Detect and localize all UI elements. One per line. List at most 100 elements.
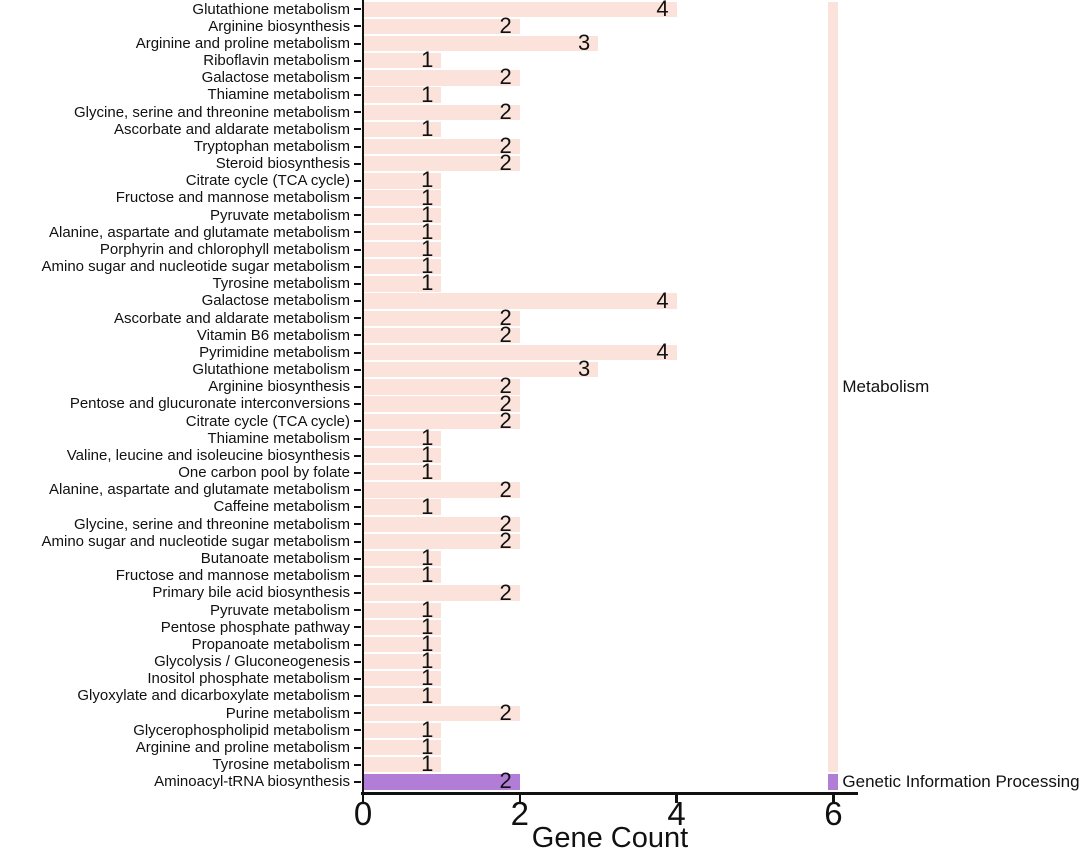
y-axis-tick-label: Pentose and glucuronate interconversions bbox=[69, 395, 350, 413]
bar-value-label: 1 bbox=[421, 81, 434, 107]
y-axis-tick-label: Porphyrin and chlorophyll metabolism bbox=[99, 240, 350, 258]
bar bbox=[363, 757, 442, 773]
bar bbox=[363, 379, 520, 395]
y-axis-tick-label: Aminoacyl-tRNA biosynthesis bbox=[154, 773, 350, 791]
bar bbox=[363, 722, 442, 738]
bar bbox=[363, 207, 442, 223]
y-axis-tick bbox=[354, 557, 361, 560]
y-axis-tick-label: Valine, leucine and isoleucine biosynthe… bbox=[66, 446, 350, 464]
x-axis-tick bbox=[832, 794, 835, 803]
bar bbox=[363, 430, 442, 447]
y-axis-tick bbox=[354, 145, 361, 148]
bar-value-label: 1 bbox=[421, 682, 434, 708]
bar-value-label: 4 bbox=[656, 287, 669, 313]
y-axis-tick-label: Amino sugar and nucleotide sugar metabol… bbox=[41, 258, 350, 276]
bar-value-label: 1 bbox=[421, 716, 434, 742]
bar-value-label: 3 bbox=[577, 30, 591, 55]
bar-value-label: 1 bbox=[421, 253, 434, 279]
y-axis-tick-label: Glyoxylate and dicarboxylate metabolism bbox=[77, 687, 350, 705]
y-axis-tick-label: Vitamin B6 metabolism bbox=[196, 326, 350, 344]
y-axis-tick bbox=[354, 574, 361, 577]
bar bbox=[363, 602, 442, 618]
y-axis-tick-label: Amino sugar and nucleotide sugar metabol… bbox=[41, 532, 350, 550]
category-group-label: Genetic Information Processing bbox=[842, 772, 1080, 792]
y-axis-tick bbox=[354, 197, 361, 200]
x-axis-tick-label: 4 bbox=[667, 795, 686, 832]
bar-value-label: 2 bbox=[499, 98, 512, 124]
bar-value-label: 2 bbox=[499, 133, 512, 159]
bar-value-label: 2 bbox=[499, 407, 512, 433]
y-axis-tick-label: Citrate cycle (TCA cycle) bbox=[185, 412, 350, 430]
x-axis-tick-label: 0 bbox=[353, 795, 373, 832]
y-axis-tick-label: Fructose and mannose metabolism bbox=[115, 567, 350, 585]
y-axis-tick-label: Galactose metabolism bbox=[201, 69, 350, 87]
bar-value-label: 4 bbox=[656, 0, 669, 21]
bar bbox=[363, 447, 442, 464]
bar bbox=[363, 619, 442, 635]
y-axis-tick bbox=[354, 248, 361, 251]
y-axis-tick-label: Pyruvate metabolism bbox=[209, 206, 350, 224]
y-axis-tick-label: Propanoate metabolism bbox=[191, 635, 350, 653]
y-axis-tick bbox=[354, 385, 361, 388]
y-axis-tick-label: Citrate cycle (TCA cycle) bbox=[185, 172, 350, 190]
y-axis-tick-label: One carbon pool by folate bbox=[178, 464, 350, 482]
y-axis-tick-label: Glycolysis / Gluconeogenesis bbox=[154, 653, 350, 670]
bar bbox=[363, 138, 520, 155]
bar-value-label: 2 bbox=[499, 476, 512, 502]
y-axis-tick-label: Inositol phosphate metabolism bbox=[147, 670, 350, 688]
x-axis-title: Gene Count bbox=[531, 822, 689, 854]
bar-value-label: 1 bbox=[421, 562, 434, 588]
bar-value-label: 2 bbox=[499, 510, 512, 536]
y-axis-tick bbox=[354, 746, 361, 749]
y-axis-tick bbox=[354, 59, 361, 62]
bar bbox=[363, 173, 442, 189]
y-axis-tick bbox=[354, 506, 361, 509]
bar bbox=[363, 1, 677, 17]
y-axis-tick-label: Glutathione metabolism bbox=[192, 0, 350, 18]
bar-value-label: 1 bbox=[421, 270, 434, 296]
y-axis-tick-label: Tyrosine metabolism bbox=[212, 756, 350, 773]
y-axis-tick bbox=[354, 214, 361, 217]
y-axis-tick-label: Arginine biosynthesis bbox=[208, 17, 350, 35]
x-axis-tick bbox=[675, 794, 678, 803]
y-axis-tick bbox=[354, 626, 361, 629]
y-axis-tick bbox=[354, 265, 361, 268]
x-axis-tick-label: 2 bbox=[510, 795, 529, 832]
y-axis-tick bbox=[354, 162, 361, 165]
bar-value-label: 1 bbox=[421, 596, 434, 622]
bar bbox=[363, 53, 442, 69]
bar-value-label: 2 bbox=[499, 528, 512, 553]
y-axis-tick bbox=[354, 437, 361, 440]
y-axis-tick-label: Steroid biosynthesis bbox=[215, 155, 350, 172]
bar-value-label: 1 bbox=[421, 751, 434, 777]
x-axis-tick bbox=[518, 794, 521, 803]
bar bbox=[363, 533, 520, 550]
category-group-label: Metabolism bbox=[842, 377, 930, 397]
bar-value-label: 1 bbox=[421, 613, 434, 639]
y-axis-tick bbox=[354, 282, 361, 285]
y-axis-tick bbox=[354, 300, 361, 303]
bar-value-label: 1 bbox=[421, 425, 434, 450]
bar bbox=[363, 224, 442, 241]
category-strip-segment bbox=[828, 1, 839, 773]
y-axis-tick bbox=[354, 420, 361, 423]
bar-value-label: 3 bbox=[577, 356, 591, 382]
y-axis-tick-label: Thiamine metabolism bbox=[207, 86, 350, 104]
bar-value-label: 1 bbox=[421, 545, 434, 571]
bar bbox=[363, 241, 442, 258]
bar bbox=[363, 739, 442, 756]
bar bbox=[363, 465, 442, 481]
bar-value-label: 2 bbox=[499, 321, 512, 347]
bar-value-label: 1 bbox=[421, 665, 434, 691]
y-axis-tick bbox=[354, 179, 361, 182]
bar-value-label: 2 bbox=[499, 12, 512, 38]
y-axis-tick bbox=[354, 695, 361, 697]
bar bbox=[363, 35, 599, 52]
bar bbox=[363, 688, 442, 704]
y-axis-tick bbox=[354, 42, 361, 45]
bar bbox=[363, 310, 520, 326]
y-axis-tick bbox=[354, 780, 361, 783]
bar-value-label: 2 bbox=[499, 373, 512, 399]
y-axis-tick bbox=[354, 489, 361, 491]
bar bbox=[363, 654, 442, 670]
